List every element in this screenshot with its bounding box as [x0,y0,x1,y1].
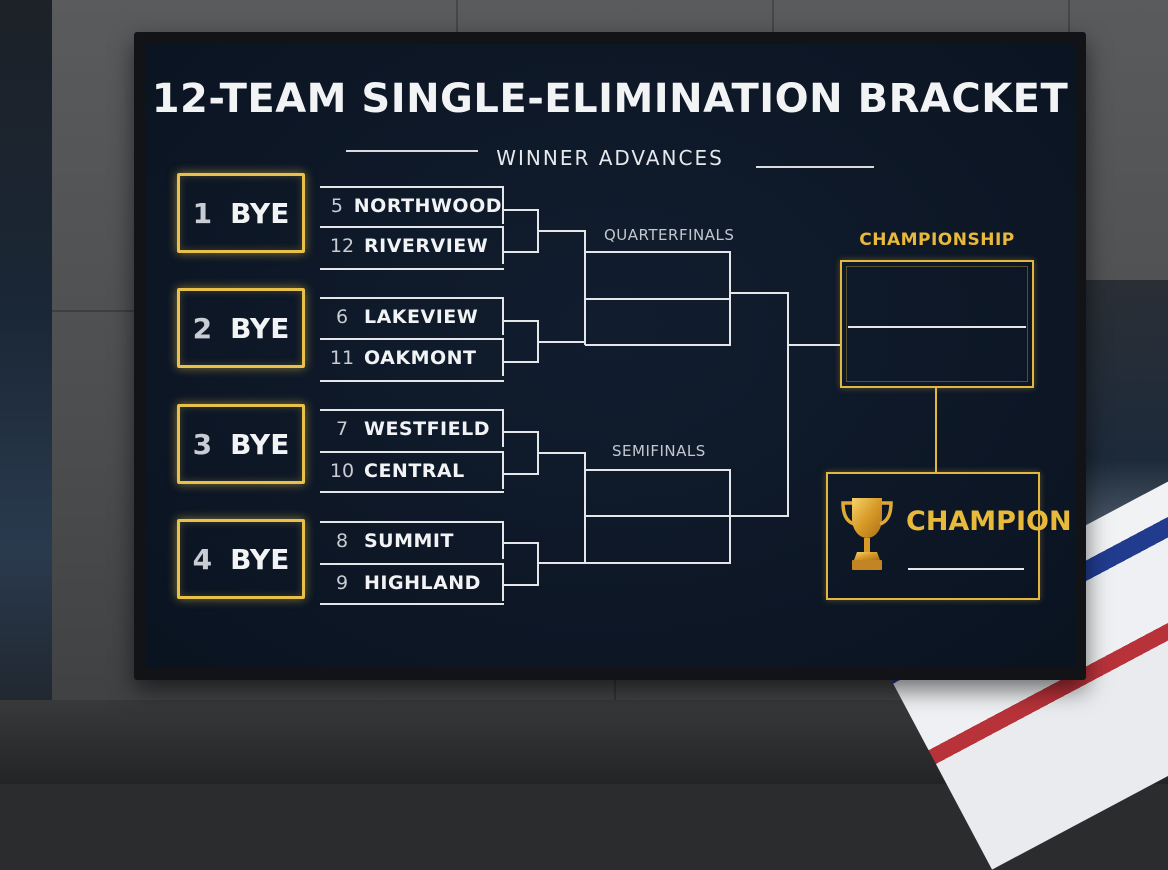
bracket-subtitle: WINNER ADVANCES [496,146,724,170]
matchup-connector [504,320,539,363]
arena-stands-left [0,0,52,784]
bye-seed: 4 [192,542,213,576]
bracket-lines [504,209,937,586]
championship-inner-border [846,266,1028,382]
team-name: SUMMIT [364,530,454,552]
bye-box: 3 BYE [177,404,305,484]
bye-box: 4 BYE [177,519,305,599]
bye-seed: 3 [192,427,213,461]
slot-underline [320,268,504,270]
team-name: WESTFIELD [364,418,490,440]
champion-box [826,472,1040,600]
matchup-connector [504,542,539,586]
bye-label: BYE [230,542,290,576]
team-seed: 7 [335,418,349,440]
bye-box: 1 BYE [177,173,305,253]
bye-label: BYE [230,196,290,230]
team-slot: 5 NORTHWOOD [320,186,504,224]
team-slot: 6 LAKEVIEW [320,297,504,335]
bye-seed: 1 [192,196,213,230]
round-label-semifinals: SEMIFINALS [612,442,706,460]
subtitle-rule-right [756,166,874,168]
champion-label: CHAMPION [906,506,1072,537]
slot-underline [320,380,504,382]
team-seed: 5 [330,195,343,217]
team-seed: 12 [329,235,355,257]
team-slot: 9 HIGHLAND [320,563,504,601]
team-name: RIVERVIEW [364,235,489,257]
team-seed: 9 [335,572,349,594]
slot-underline [320,491,504,493]
team-seed: 10 [329,460,355,482]
team-name: LAKEVIEW [364,306,479,328]
subtitle-rule-left [346,150,478,152]
matchup-connector [504,209,539,253]
slot-underline [320,603,504,605]
semifinal-connector [730,292,789,517]
team-name: OAKMONT [364,347,477,369]
team-slot: 10 CENTRAL [320,451,504,489]
championship-divider [848,326,1026,328]
team-seed: 8 [335,530,349,552]
team-seed: 6 [335,306,349,328]
team-seed: 11 [329,347,355,369]
bye-seed: 2 [192,311,213,345]
team-name: HIGHLAND [364,572,481,594]
matchup-connector [504,431,539,475]
bye-label: BYE [230,311,290,345]
team-slot: 11 OAKMONT [320,338,504,376]
champion-name-line [908,568,1024,570]
matchup-connector [538,230,586,252]
team-slot: 12 RIVERVIEW [320,226,504,264]
matchup-connector [538,452,586,470]
team-name: NORTHWOOD [353,195,502,217]
bye-box: 2 BYE [177,288,305,368]
team-name: CENTRAL [364,460,465,482]
bye-label: BYE [230,427,290,461]
team-slot: 8 SUMMIT [320,521,504,559]
trophy-icon [841,498,893,570]
championship-box [840,260,1034,388]
team-slot: 7 WESTFIELD [320,409,504,447]
round-label-quarterfinals: QUARTERFINALS [604,226,735,244]
round-label-championship: CHAMPIONSHIP [859,230,1015,250]
bracket-title: 12-TEAM SINGLE-ELIMINATION BRACKET [151,76,1069,122]
